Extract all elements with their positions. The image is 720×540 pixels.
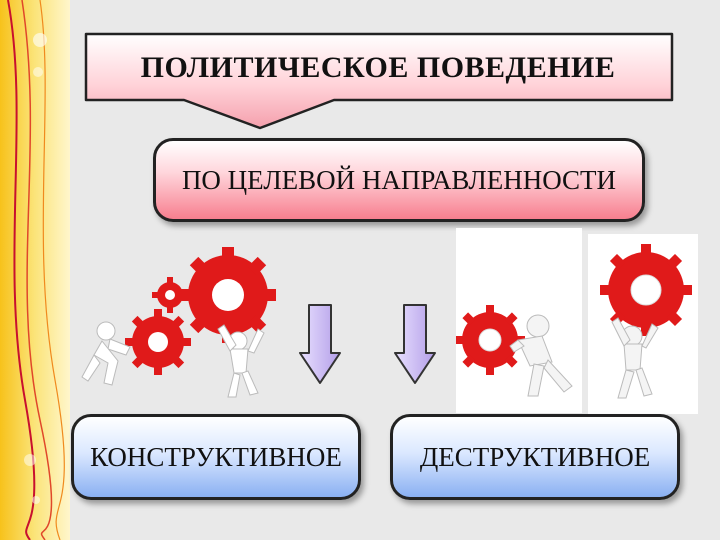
constructive-box: КОНСТРУКТИВНОЕ [71,414,361,500]
criterion-label: ПО ЦЕЛЕВОЙ НАПРАВЛЕННОСТИ [181,164,617,195]
gear-icon [180,247,276,343]
destructive-gears-illustration [456,244,692,399]
decorative-ribbon [0,0,70,540]
destructive-label: ДЕСТРУКТИВНОЕ [419,441,651,472]
down-arrow-left [299,304,341,384]
title-callout [84,32,674,130]
constructive-gears-illustration [81,247,276,398]
gear-icon [600,244,692,336]
criterion-box: ПО ЦЕЛЕВОЙ НАПРАВЛЕННОСТИ [153,138,645,222]
gear-icon [125,309,191,375]
destructive-box: ДЕСТРУКТИВНОЕ [390,414,680,500]
person-figure-icon [217,324,265,398]
gear-icon [456,305,525,375]
down-arrow-right [394,304,436,384]
gear-icon [152,277,188,313]
page-title: ПОЛИТИЧЕСКОЕ ПОВЕДЕНИЕ [140,51,616,84]
constructive-label: КОНСТРУКТИВНОЕ [90,441,342,472]
person-figure-icon [81,321,131,386]
person-figure-icon [611,317,659,399]
person-figure-icon [509,314,573,397]
